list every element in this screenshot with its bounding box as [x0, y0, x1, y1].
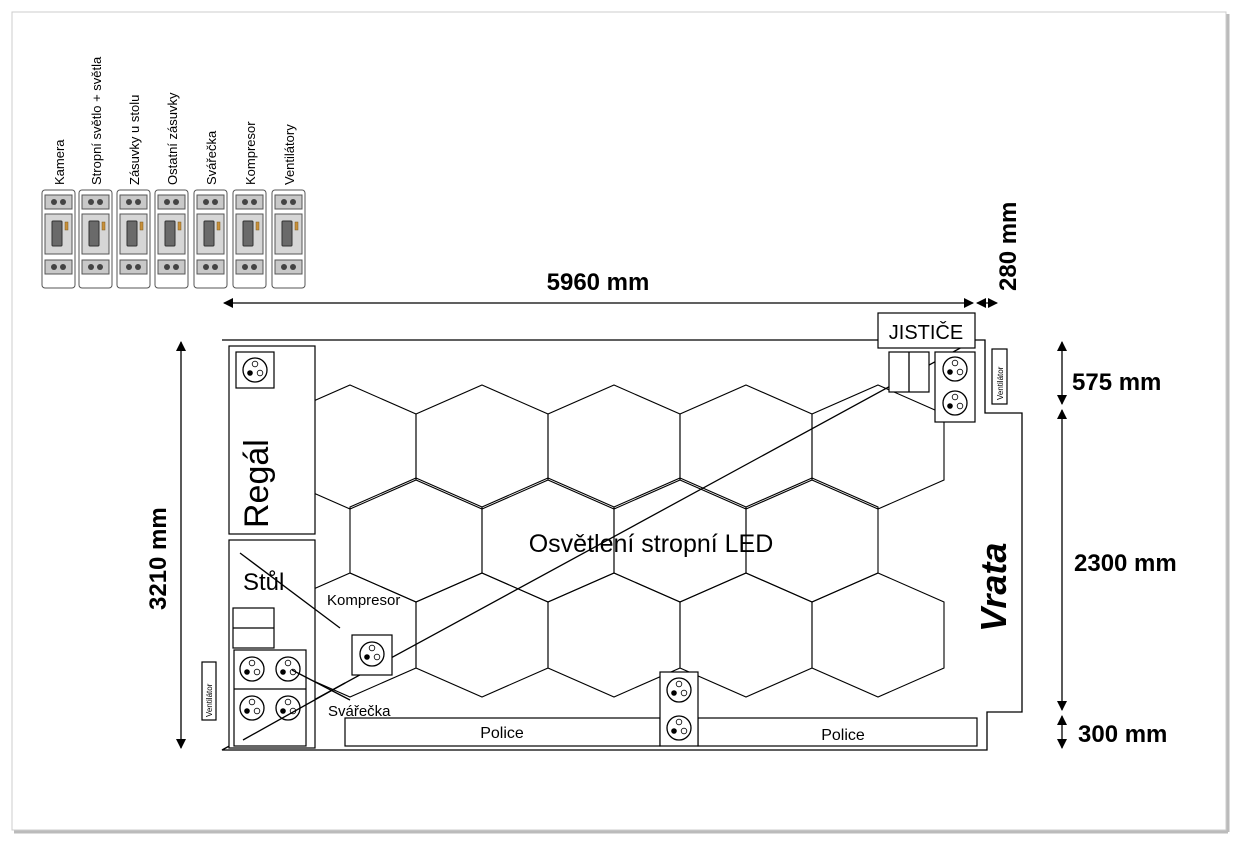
dim-575-label: 575 mm	[1072, 369, 1161, 396]
breaker-panel: Kamera Stropní světlo + světla Zásuvky u s…	[41, 56, 306, 289]
breaker-box	[877, 312, 976, 349]
breaker-2: Zásuvky u stolu	[116, 95, 151, 289]
police-label: Police	[821, 727, 865, 744]
fan-label: Ventilátor	[996, 366, 1005, 400]
breaker-3: Ostatní zásuvky	[154, 92, 189, 289]
height-label: 3210 mm	[145, 507, 172, 610]
shelf-label: Regál	[238, 439, 276, 528]
breaker-label: Kompresor	[243, 121, 258, 185]
breaker-0: Kamera	[41, 139, 76, 289]
led-hexagon	[415, 384, 549, 510]
breaker-label: Ostatní zásuvky	[165, 92, 180, 185]
offset-label: 280 mm	[995, 202, 1022, 291]
breaker-label: Zásuvky u stolu	[127, 95, 142, 185]
led-hexagon	[547, 384, 681, 510]
compressor-socket-box	[351, 634, 393, 676]
dim-2300-label: 2300 mm	[1074, 550, 1177, 577]
compressor-label: Kompresor	[327, 592, 400, 609]
led-hexagon	[679, 572, 813, 698]
fan-right	[991, 348, 1008, 405]
table-label: Stůl	[243, 569, 284, 596]
breaker-label: Svářečka	[204, 130, 219, 185]
welder-label: Svářečka	[328, 703, 391, 720]
breaker-4: Svářečka	[193, 130, 228, 289]
led-hexagon	[415, 572, 549, 698]
shelf-police-right	[697, 717, 978, 747]
room-outline	[221, 339, 1023, 751]
page-frame	[11, 11, 1227, 831]
breaker-1: Stropní světlo + světla	[78, 56, 113, 289]
fan-left	[201, 661, 217, 721]
led-hexagon	[811, 384, 945, 510]
led-hexagon	[349, 477, 483, 603]
breaker-label: Kamera	[52, 139, 67, 185]
gate-label: Vrata	[973, 543, 1014, 632]
dim-300-label: 300 mm	[1078, 721, 1167, 748]
width-label: 5960 mm	[547, 269, 650, 296]
led-hexagon	[811, 572, 945, 698]
shelf-police-left	[344, 717, 661, 747]
fan-label: Ventilátor	[205, 683, 214, 717]
breaker-5: Kompresor	[232, 121, 267, 289]
breaker-box-label: JISTIČE	[889, 321, 963, 344]
police-label: Police	[480, 725, 524, 742]
breaker-label: Ventilátory	[282, 124, 297, 185]
lighting-label: Osvětlení stropní LED	[529, 530, 774, 558]
breaker-6: Ventilátory	[271, 124, 306, 289]
breaker-label: Stropní světlo + světla	[89, 56, 104, 185]
